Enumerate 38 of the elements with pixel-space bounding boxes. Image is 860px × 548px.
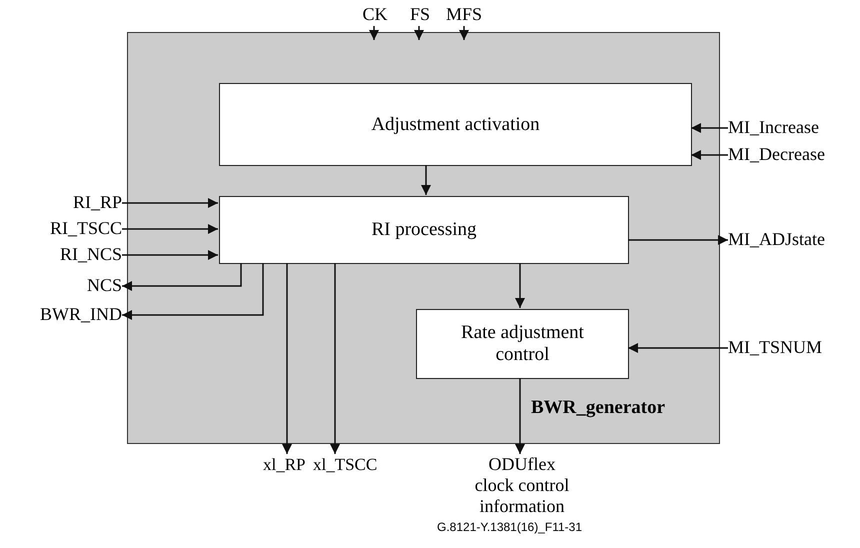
signal-label: MI_Decrease bbox=[728, 144, 853, 166]
arrow bbox=[414, 26, 424, 40]
block-frame bbox=[127, 32, 720, 444]
arrow bbox=[122, 224, 218, 234]
arrow bbox=[421, 165, 431, 195]
arrow bbox=[122, 198, 218, 208]
signal-label: FS bbox=[406, 4, 434, 26]
signal-label: CK bbox=[360, 4, 390, 26]
signal-label: RI_RP bbox=[40, 192, 122, 214]
arrow bbox=[691, 150, 728, 160]
arrow bbox=[122, 263, 242, 291]
arrow bbox=[691, 123, 728, 133]
arrow bbox=[515, 378, 525, 454]
arrow bbox=[122, 250, 218, 260]
signal-label: BWR_IND bbox=[20, 304, 122, 326]
arrow bbox=[515, 263, 525, 308]
function-box: RI processing bbox=[219, 196, 629, 264]
signal-label: xl_RP bbox=[263, 454, 306, 476]
arrow bbox=[628, 343, 728, 353]
signal-label: ODUflex clock control information bbox=[472, 454, 572, 520]
block-title: BWR_generator bbox=[531, 397, 666, 418]
signal-label: MI_ADJstate bbox=[728, 229, 853, 251]
signal-label: RI_NCS bbox=[20, 244, 122, 266]
arrow bbox=[628, 235, 728, 245]
signal-label: xl_TSCC bbox=[313, 454, 378, 476]
arrow bbox=[122, 263, 264, 320]
signal-label: MI_Increase bbox=[728, 117, 853, 139]
function-box: Adjustment activation bbox=[219, 83, 692, 166]
signal-label: MFS bbox=[441, 4, 487, 26]
function-box: Rate adjustment control bbox=[416, 309, 629, 379]
arrow bbox=[369, 26, 379, 40]
arrow bbox=[282, 263, 292, 454]
arrow bbox=[330, 263, 340, 454]
arrow bbox=[459, 26, 469, 40]
signal-label: MI_TSNUM bbox=[728, 337, 853, 359]
figure-id: G.8121-Y.1381(16)_F11-31 bbox=[437, 520, 582, 534]
signal-label: RI_TSCC bbox=[20, 218, 122, 240]
signal-label: NCS bbox=[60, 275, 122, 297]
